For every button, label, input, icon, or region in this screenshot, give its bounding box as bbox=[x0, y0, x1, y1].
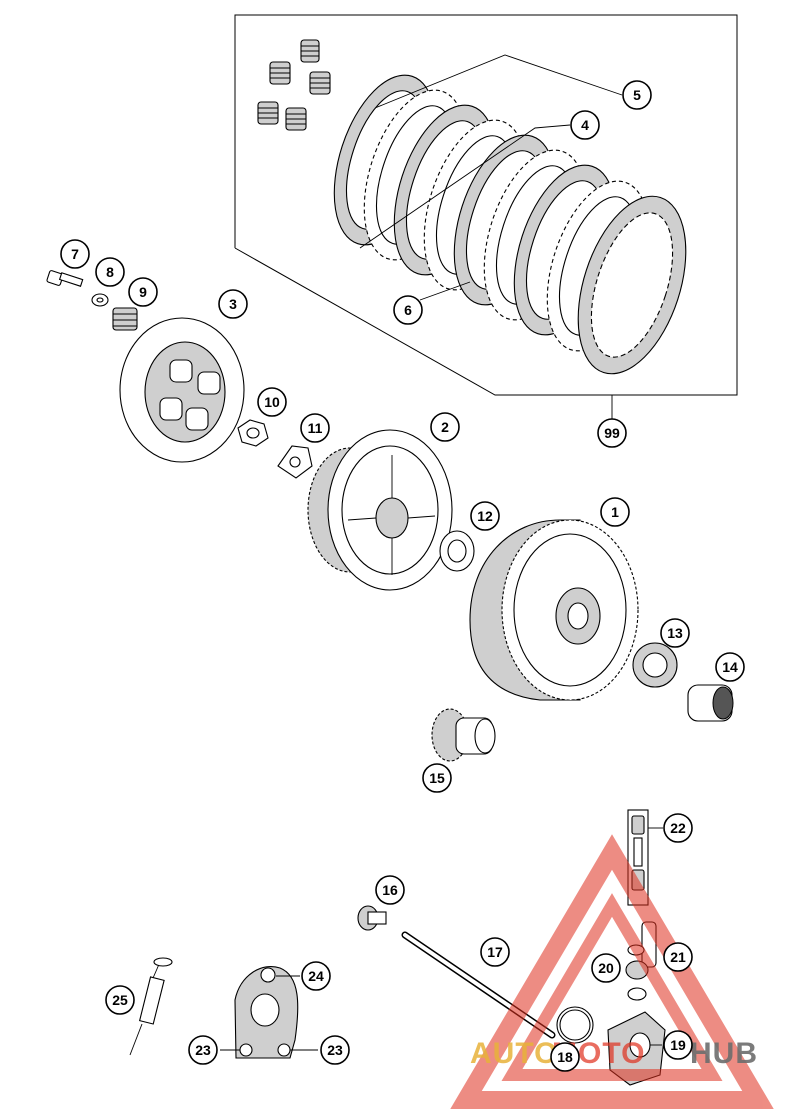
svg-text:19: 19 bbox=[670, 1037, 686, 1053]
grease-syringe-part bbox=[129, 957, 173, 1056]
callout-16: 16 bbox=[375, 875, 405, 905]
clutch-cover-part bbox=[234, 966, 299, 1059]
svg-text:24: 24 bbox=[308, 968, 324, 984]
svg-text:5: 5 bbox=[633, 87, 641, 103]
callout-18: 18 bbox=[550, 1042, 580, 1072]
svg-text:6: 6 bbox=[404, 302, 412, 318]
svg-text:23: 23 bbox=[195, 1042, 211, 1058]
washer-part bbox=[91, 293, 109, 307]
callout-3: 3 bbox=[218, 289, 248, 319]
callout-11: 11 bbox=[300, 413, 330, 443]
callout-9: 9 bbox=[128, 277, 158, 307]
callout-7: 7 bbox=[60, 239, 90, 269]
svg-text:13: 13 bbox=[667, 625, 683, 641]
svg-text:4: 4 bbox=[581, 117, 589, 133]
automotohub-watermark bbox=[450, 834, 774, 1109]
callout-25: 25 bbox=[105, 985, 135, 1015]
pushrod-cap-part bbox=[357, 905, 387, 931]
clutch-basket-part bbox=[469, 519, 639, 701]
lock-washer-part bbox=[277, 445, 313, 479]
bushing-part bbox=[687, 684, 734, 722]
svg-text:22: 22 bbox=[670, 820, 686, 836]
callout-bubbles: 1 2 3 4 5 6 7 8 9 10 11 12 13 14 15 16 1… bbox=[60, 80, 745, 1072]
svg-text:10: 10 bbox=[264, 394, 280, 410]
automotohub-logo-text: AUTO MOTO HUB bbox=[470, 1037, 758, 1070]
clutch-springs-set bbox=[257, 39, 331, 131]
callout-14: 14 bbox=[715, 652, 745, 682]
callout-10: 10 bbox=[257, 387, 287, 417]
callout-4: 4 bbox=[570, 110, 600, 140]
callout-5: 5 bbox=[622, 80, 652, 110]
svg-text:21: 21 bbox=[670, 949, 686, 965]
watermark-hub-text: HUB bbox=[690, 1037, 758, 1070]
spring-part bbox=[112, 307, 138, 331]
svg-text:16: 16 bbox=[382, 882, 398, 898]
callout-6: 6 bbox=[393, 295, 423, 325]
svg-text:8: 8 bbox=[106, 264, 114, 280]
svg-text:23: 23 bbox=[327, 1042, 343, 1058]
o-ring-part bbox=[556, 1006, 594, 1044]
callout-17: 17 bbox=[480, 937, 510, 967]
callout-19: 19 bbox=[663, 1030, 693, 1060]
callout-15: 15 bbox=[422, 763, 452, 793]
svg-text:15: 15 bbox=[429, 770, 445, 786]
svg-text:7: 7 bbox=[71, 246, 79, 262]
callout-2: 2 bbox=[430, 412, 460, 442]
svg-text:17: 17 bbox=[487, 944, 503, 960]
plates-kit-frame bbox=[234, 14, 738, 420]
svg-text:99: 99 bbox=[604, 425, 620, 441]
svg-text:9: 9 bbox=[139, 284, 147, 300]
needle-bearing-part bbox=[632, 642, 678, 688]
svg-text:14: 14 bbox=[722, 659, 738, 675]
callout-22: 22 bbox=[663, 813, 693, 843]
callout-20: 20 bbox=[591, 953, 621, 983]
callout-99: 99 bbox=[597, 418, 627, 448]
primary-gear-part bbox=[431, 708, 496, 762]
pressure-plate-part bbox=[119, 317, 245, 463]
svg-text:11: 11 bbox=[308, 420, 323, 436]
svg-text:20: 20 bbox=[598, 960, 614, 976]
plates-leader-lines bbox=[359, 54, 623, 301]
callout-12: 12 bbox=[470, 501, 500, 531]
callout-23-right: 23 bbox=[320, 1035, 350, 1065]
svg-text:2: 2 bbox=[441, 419, 449, 435]
callout-8: 8 bbox=[95, 257, 125, 287]
inner-hub-part bbox=[307, 429, 453, 591]
nut-part bbox=[237, 419, 269, 447]
svg-text:12: 12 bbox=[477, 508, 493, 524]
clutch-plates-stack bbox=[333, 74, 687, 375]
callout-23-left: 23 bbox=[188, 1035, 218, 1065]
bolt-part bbox=[46, 270, 84, 287]
svg-text:1: 1 bbox=[611, 504, 619, 520]
thrust-washer-part bbox=[439, 530, 475, 572]
callout-24: 24 bbox=[301, 961, 331, 991]
svg-text:25: 25 bbox=[112, 992, 128, 1008]
callout-13: 13 bbox=[660, 618, 690, 648]
svg-text:3: 3 bbox=[229, 296, 237, 312]
watermark-auto-text: AUTO bbox=[470, 1037, 558, 1070]
slave-cylinder-part bbox=[607, 1011, 666, 1086]
callout-21: 21 bbox=[663, 942, 693, 972]
svg-text:18: 18 bbox=[557, 1049, 573, 1065]
push-rod-part bbox=[401, 931, 556, 1039]
callout-1: 1 bbox=[600, 497, 630, 527]
callout-leader-lines bbox=[220, 827, 663, 1051]
